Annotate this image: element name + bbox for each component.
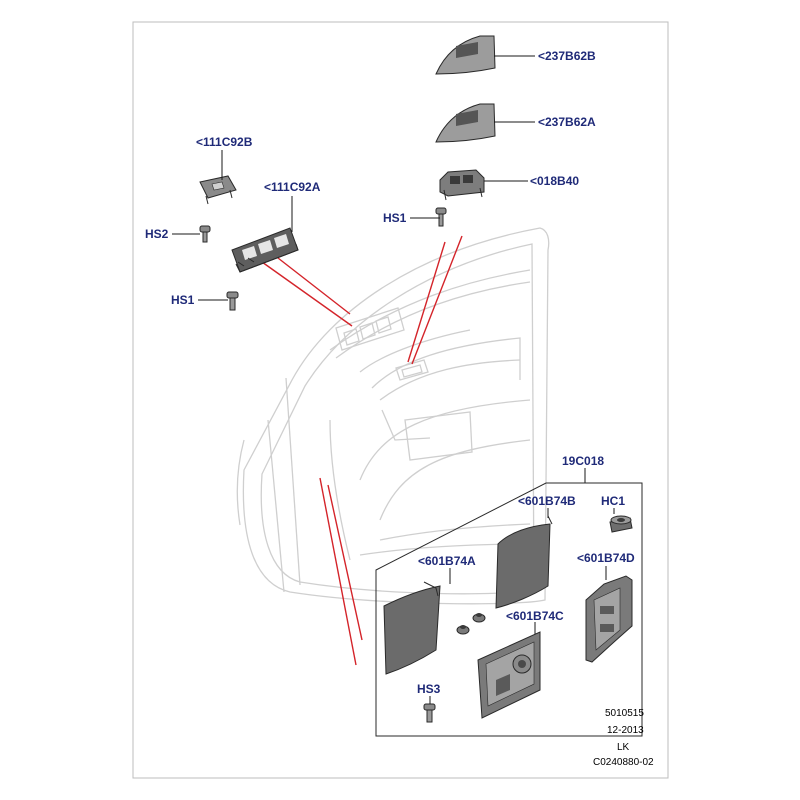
switch-pack-111C92A <box>231 227 299 273</box>
callout-601B74A: <601B74A <box>418 554 476 568</box>
screw-hs3 <box>423 703 436 723</box>
clip-small-2 <box>472 613 486 623</box>
info-block: 5010515 12-2013 LK C0240880-02 <box>593 708 654 768</box>
trim-601B74B <box>495 515 553 609</box>
callout-hs2: HS2 <box>145 227 169 241</box>
callout-hs3: HS3 <box>417 682 441 696</box>
door-switch-pack-ghost <box>335 307 405 351</box>
trim-601B74A <box>383 581 441 675</box>
callout-111C92B: <111C92B <box>196 135 253 149</box>
callout-601B74C: <601B74C <box>506 609 564 623</box>
door-switch-single-ghost <box>395 359 429 381</box>
trim-601B74C <box>477 631 541 719</box>
screw-hs2 <box>199 225 211 243</box>
callout-601B74D: <601B74D <box>577 551 635 565</box>
diagram-frame <box>132 21 669 779</box>
screw-hs1-left <box>226 291 239 311</box>
kit-box-19C018 <box>375 468 643 737</box>
callout-237B62B: <237B62B <box>538 49 596 63</box>
door-panel-outline <box>236 227 550 605</box>
screw-hs1-right <box>435 207 447 227</box>
callout-19C018: 19C018 <box>562 454 604 468</box>
info-line-4: C0240880-02 <box>593 757 654 768</box>
bezel-237B62B <box>435 35 496 75</box>
info-line-3: LK <box>617 742 630 753</box>
callout-hs1-left: HS1 <box>171 293 195 307</box>
clip-small-1 <box>456 625 470 635</box>
callout-111C92A: <111C92A <box>264 180 321 194</box>
bezel-237B62A <box>435 103 496 143</box>
callout-hs1-right: HS1 <box>383 211 407 225</box>
info-line-2: 12-2013 <box>607 725 644 736</box>
callout-hc1: HC1 <box>601 494 625 508</box>
trim-601B74D <box>585 575 633 663</box>
callout-601B74B: <601B74B <box>518 494 576 508</box>
leader-lines-kit <box>429 508 615 704</box>
switch-018B40 <box>439 169 485 201</box>
leader-lines-top <box>172 55 535 301</box>
callout-018B40: <018B40 <box>530 174 579 188</box>
switch-111C92B <box>199 175 237 205</box>
clip-HC1 <box>609 515 633 533</box>
callout-237B62A: <237B62A <box>538 115 596 129</box>
info-line-1: 5010515 <box>605 708 644 719</box>
locator-lines <box>261 235 463 666</box>
